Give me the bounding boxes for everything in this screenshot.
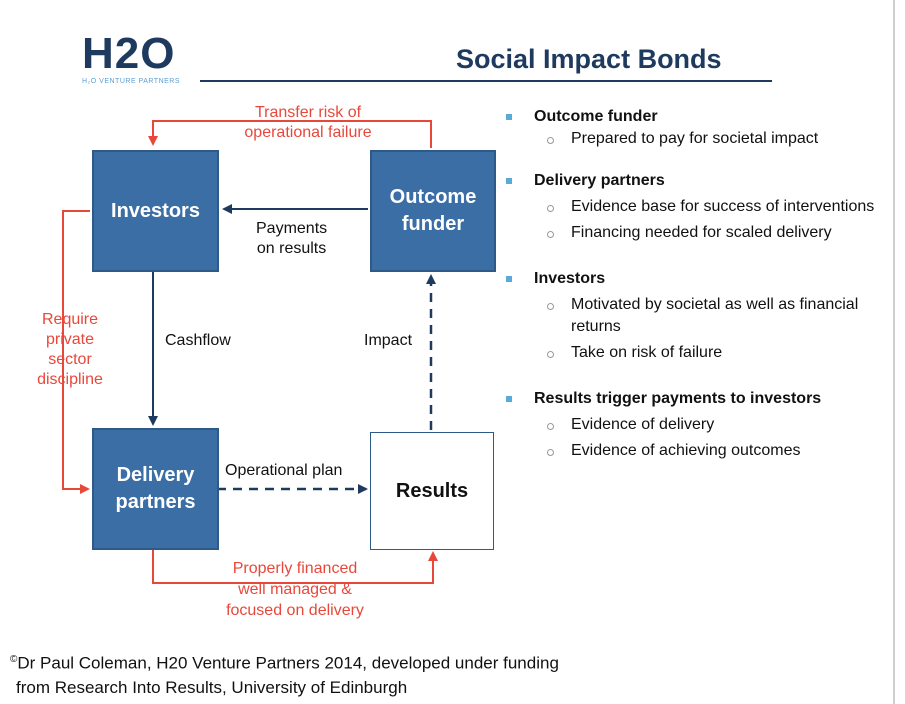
bullet-heading: Investors [500, 268, 880, 290]
square-bullet-icon [506, 178, 512, 184]
square-bullet-icon [506, 114, 512, 120]
delivery-partners-label-2: partners [115, 491, 196, 513]
right-edge-divider [893, 0, 895, 704]
bullet-group-results: Results trigger payments to investors Ev… [500, 388, 880, 462]
results-box: Results [370, 432, 494, 550]
transfer-risk-arrow [148, 120, 432, 148]
outcome-funder-box: Outcome funder [370, 150, 496, 272]
bullet-group-delivery-partners: Delivery partners Evidence base for succ… [500, 170, 880, 244]
bullet-group-outcome-funder: Outcome funder Prepared to pay for socie… [500, 106, 880, 150]
copyright-symbol: © [10, 654, 18, 665]
logo-subtitle: H₂O VENTURE PARTNERS [82, 78, 181, 85]
sub-bullet: Evidence of achieving outcomes [500, 440, 880, 462]
investors-label: Investors [111, 199, 200, 222]
circle-bullet-icon [547, 303, 554, 310]
bullet-heading: Results trigger payments to investors [500, 388, 880, 410]
title-divider [200, 80, 772, 82]
investors-box: Investors [92, 150, 219, 272]
footer-line-2: from Research Into Results, University o… [16, 677, 408, 697]
bullet-list: Outcome funder Prepared to pay for socie… [500, 106, 880, 462]
delivery-partners-box: Delivery partners [92, 428, 219, 550]
sub-bullet: Prepared to pay for societal impact [500, 128, 880, 150]
footer-credit: ©Dr Paul Coleman, H20 Venture Partners 2… [10, 648, 559, 700]
circle-bullet-icon [547, 205, 554, 212]
circle-bullet-icon [547, 351, 554, 358]
impact-label: Impact [364, 332, 413, 349]
transfer-risk-label: Transfer risk of operational failure [244, 104, 372, 141]
sub-bullet: Motivated by societal as well as financi… [500, 294, 880, 338]
h2o-logo: H2O H₂O VENTURE PARTNERS [82, 29, 181, 86]
circle-bullet-icon [547, 137, 554, 144]
bullet-heading: Delivery partners [500, 170, 880, 192]
logo-text: H2O [82, 29, 176, 78]
payments-on-results-label: Payments on results [256, 220, 328, 257]
sub-bullet: Evidence base for success of interventio… [500, 196, 880, 218]
sub-bullet: Financing needed for scaled delivery [500, 222, 880, 244]
delivery-partners-label-1: Delivery [116, 464, 195, 486]
results-label: Results [395, 479, 469, 502]
properly-financed-arrow [152, 547, 438, 584]
properly-financed-label: Properly financed well managed & focused… [226, 560, 364, 619]
footer-line-1: ©Dr Paul Coleman, H20 Venture Partners 2… [10, 653, 559, 673]
slide-title: Social Impact Bonds [456, 44, 722, 74]
sub-bullet: Evidence of delivery [500, 414, 880, 436]
outcome-funder-label-2: funder [401, 213, 465, 235]
slide: H2O H₂O VENTURE PARTNERS Social Impact B… [37, 29, 880, 619]
square-bullet-icon [506, 396, 512, 402]
circle-bullet-icon [547, 449, 554, 456]
outcome-funder-label-1: Outcome [389, 186, 477, 208]
bullet-group-investors: Investors Motivated by societal as well … [500, 268, 880, 364]
square-bullet-icon [506, 276, 512, 282]
require-discipline-arrow [62, 210, 90, 494]
operational-plan-label: Operational plan [225, 462, 343, 479]
require-discipline-label: Require private sector discipline [37, 311, 103, 388]
cashflow-label: Cashflow [165, 332, 231, 349]
bullet-heading: Outcome funder [500, 106, 880, 128]
sub-bullet: Take on risk of failure [500, 342, 880, 364]
circle-bullet-icon [547, 423, 554, 430]
circle-bullet-icon [547, 231, 554, 238]
